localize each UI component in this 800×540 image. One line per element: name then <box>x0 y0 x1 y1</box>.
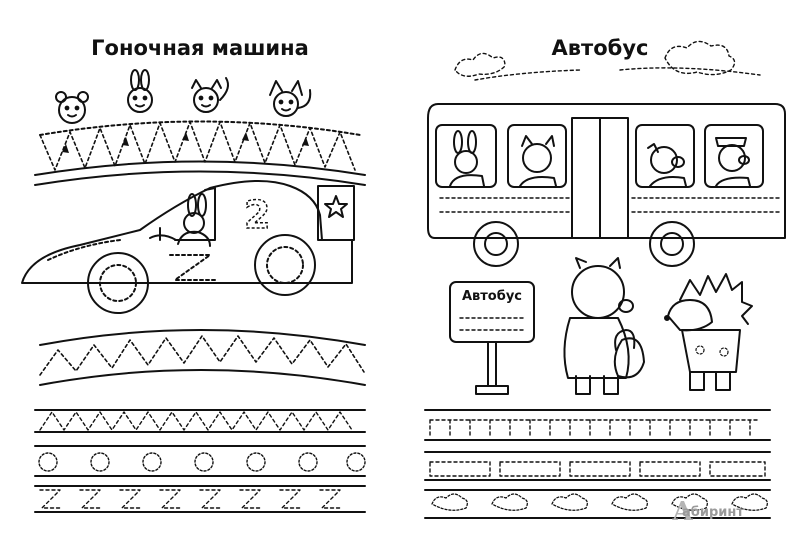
bear-face-icon <box>55 91 89 124</box>
watermark-text: абиринт <box>682 505 744 520</box>
right-page-title: Автобус <box>551 36 649 60</box>
hedgehog-character <box>664 273 753 391</box>
rabbit-face-icon <box>127 69 153 113</box>
rabbit-driver <box>149 193 211 247</box>
car-number: 2 <box>244 193 270 237</box>
pig-character <box>563 257 645 395</box>
pig-passenger <box>647 143 687 187</box>
bus <box>427 103 786 267</box>
cat-passenger <box>519 135 557 187</box>
left-page: Гоночная машина <box>91 36 309 60</box>
squirrel-face-icon <box>191 77 229 113</box>
bus-stop-label: Автобус <box>461 289 522 304</box>
fox-face-icon <box>269 80 312 117</box>
race-car <box>21 180 355 314</box>
dog-driver <box>715 137 751 187</box>
left-page-title: Гоночная машина <box>91 36 309 60</box>
bus-stop-sign <box>449 281 535 395</box>
right-page: Автобус <box>400 0 800 540</box>
bunny-heads-row <box>38 452 366 472</box>
rabbit-passenger <box>449 130 485 187</box>
watermark-logo-glyph: А <box>672 497 694 527</box>
